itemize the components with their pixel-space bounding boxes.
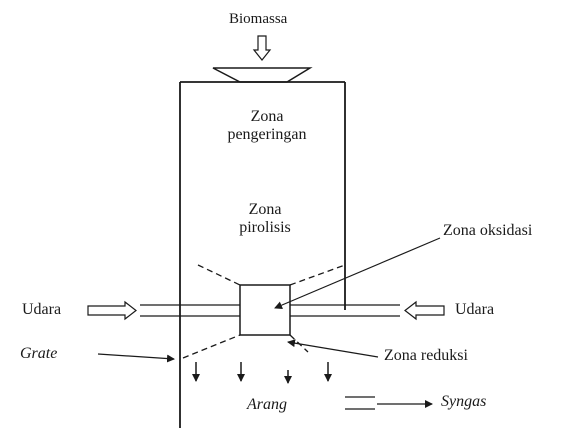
udara-right-arrow [404, 300, 445, 321]
biomassa-label: Biomassa [229, 11, 288, 27]
hopper-funnel [212, 67, 313, 83]
biomassa-inlet-arrow [252, 35, 272, 61]
udara-right-label: Udara [455, 301, 495, 318]
udara-left-label: Udara [22, 301, 62, 318]
oxidation-zone-box [239, 284, 291, 336]
syngas-label: Syngas [441, 393, 487, 410]
zona-pengeringan-label: Zona pengeringan [212, 108, 322, 145]
grate-pointer [97, 353, 175, 363]
grate-label: Grate [20, 345, 58, 362]
zona-oksidasi-label: Zona oksidasi [443, 222, 533, 239]
zona-oksidasi-pointer [274, 237, 441, 309]
boundary-lower-left [182, 334, 241, 359]
zona-pirolisis-line2: pirolisis [239, 219, 291, 237]
zona-pengeringan-line2: pengeringan [227, 126, 307, 144]
zona-reduksi-pointer [287, 339, 379, 358]
boundary-upper-left [197, 264, 241, 286]
arang-label: Arang [247, 396, 287, 413]
zona-reduksi-label: Zona reduksi [384, 347, 468, 364]
zona-pirolisis-line1: Zona [248, 201, 282, 218]
zona-pirolisis-label: Zona pirolisis [225, 201, 305, 238]
zona-pengeringan-line1: Zona [250, 108, 284, 125]
udara-left-arrow [87, 300, 137, 321]
